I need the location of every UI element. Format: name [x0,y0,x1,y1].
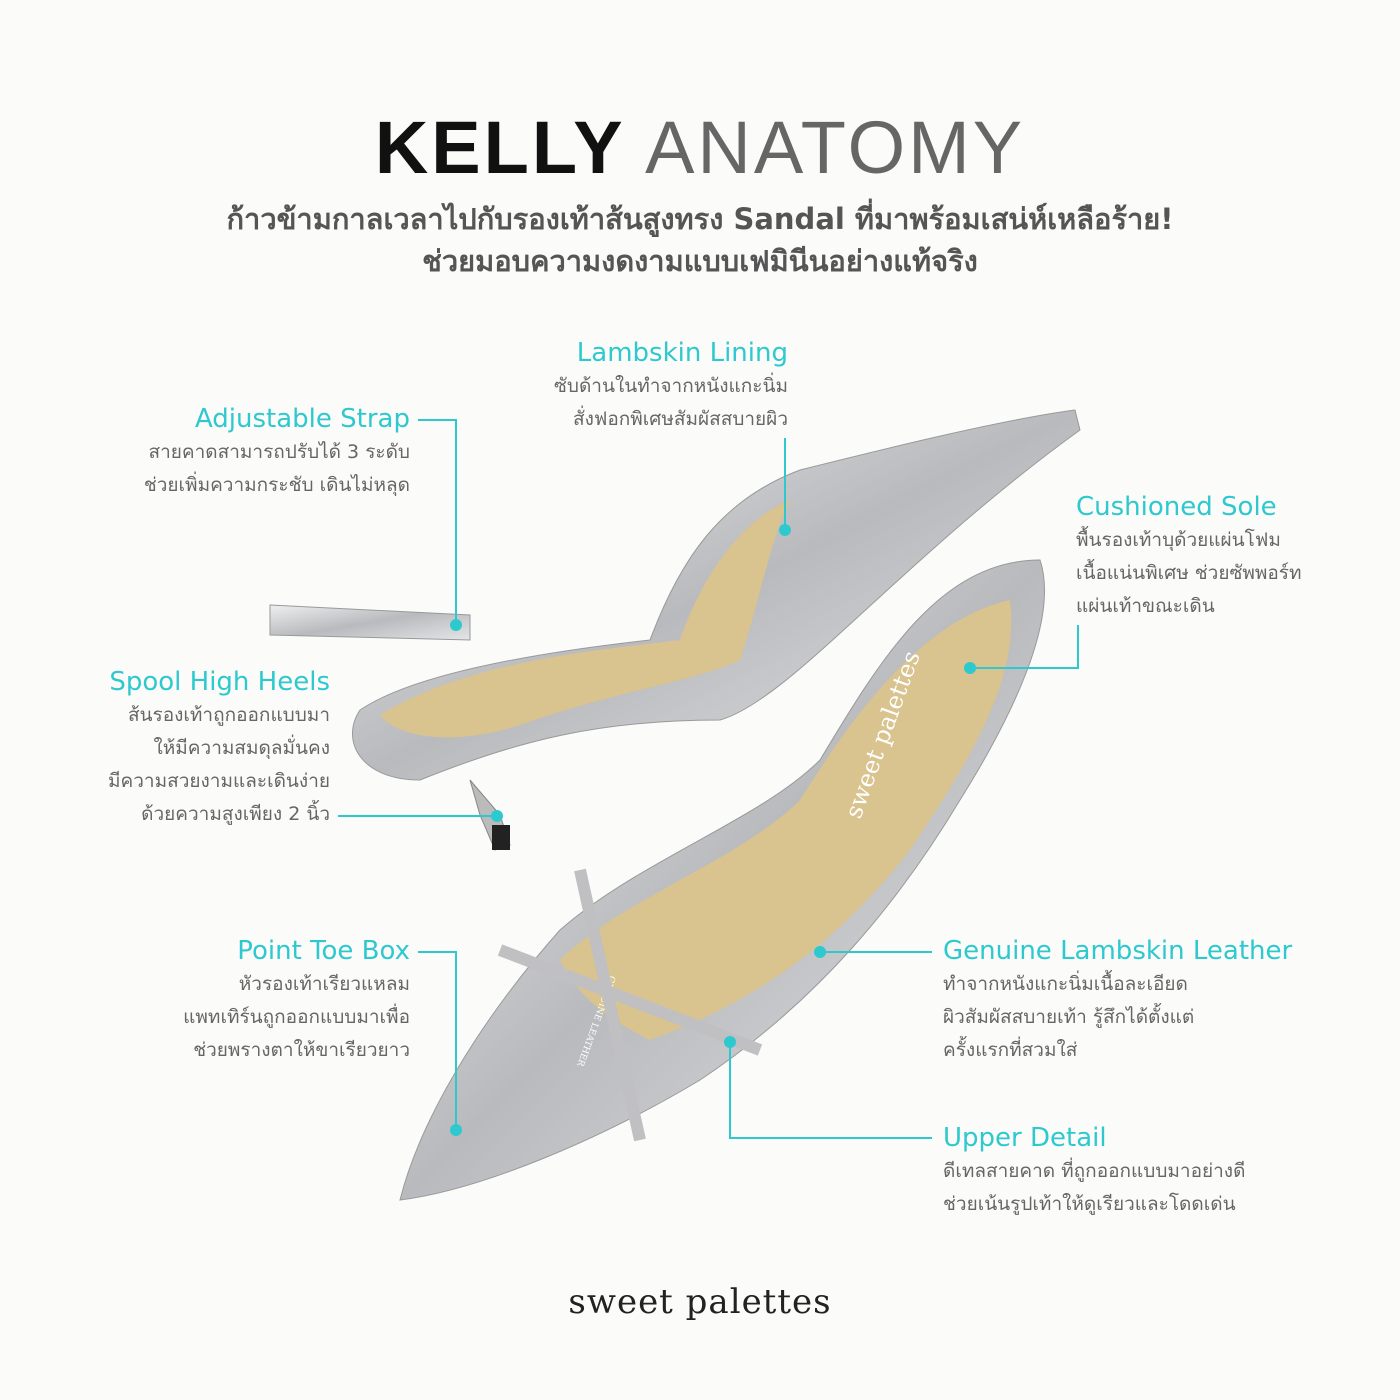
marker-lambskin-lining[interactable] [779,524,791,536]
callout-title: Point Toe Box [237,936,410,966]
subtitle-line-2: ช่วยมอบความงดงามแบบเฟมินีนอย่างแท้จริง [422,244,978,278]
callout-title: Genuine Lambskin Leather [943,936,1293,966]
callout-lambskin-lining: Lambskin Lining ซับด้านในทำจากหนังแกะนิ่… [554,336,788,436]
callout-text: ด้วยความสูงเพียง 2 นิ้ว [141,803,330,825]
callout-text: ซับด้านในทำจากหนังแกะนิ่ม [554,375,788,397]
callout-text: ให้มีความสมดุลมั่นคง [153,737,330,759]
callout-text: ช่วยเพิ่มความกระชับ เดินไม่หลุด [143,474,410,496]
callout-adjustable-strap: Adjustable Strap สายคาดสามารถปรับได้ 3 ร… [144,402,410,502]
marker-genuine-leather[interactable] [814,946,826,958]
callout-text: ทำจากหนังแกะนิ่มเนื้อละเอียด [943,973,1188,995]
callout-title: Cushioned Sole [1076,492,1277,522]
callout-text: ผิวสัมผัสสบายเท้า รู้สึกได้ตั้งแต่ [943,1006,1195,1028]
callout-text: มีความสวยงามและเดินง่าย [108,770,330,792]
front-shoe: sweet palettes GENUINE LEATHER [399,559,1045,1201]
callout-text: ครั้งแรกที่สวมใส่ [943,1039,1078,1061]
back-shoe [269,409,1081,851]
callout-point-toe: Point Toe Box หัวรองเท้าเรียวแหลม แพทเทิ… [183,934,410,1067]
callout-upper-detail: Upper Detail ดีเทลสายคาด ที่ถูกออกแบบมาอ… [943,1121,1245,1221]
callout-text: เนื้อแน่นพิเศษ ช่วยซัพพอร์ท [1076,562,1302,584]
leader-lines [338,419,1079,1139]
callout-title: Spool High Heels [109,667,330,697]
callout-text: ส้นรองเท้าถูกออกแบบมา [127,704,330,726]
callout-text: สายคาดสามารถปรับได้ 3 ระดับ [148,441,410,463]
callout-title: Upper Detail [943,1123,1107,1153]
subtitle-line-1: ก้าวข้ามกาลเวลาไปกับรองเท้าส้นสูงทรง San… [226,202,1174,236]
callout-text: แพทเทิร์นถูกออกแบบมาเพื่อ [183,1006,410,1028]
marker-point-toe[interactable] [450,1124,462,1136]
callout-genuine-leather: Genuine Lambskin Leather ทำจากหนังแกะนิ่… [943,934,1292,1067]
callout-text: พื้นรองเท้าบุด้วยแผ่นโฟม [1076,529,1281,551]
callout-text: แผ่นเท้าขณะเดิน [1076,595,1215,617]
callout-text: ช่วยเน้นรูปเท้าให้ดูเรียวและโดดเด่น [943,1193,1236,1215]
page-title: KELLY ANATOMY [0,105,1400,190]
callout-text: ดีเทลสายคาด ที่ถูกออกแบบมาอย่างดี [943,1160,1246,1182]
callout-text: สั่งฟอกพิเศษสัมผัสสบายผิว [573,408,788,430]
title-light: ANATOMY [645,106,1026,189]
marker-upper-detail[interactable] [724,1036,736,1048]
callout-cushioned-sole: Cushioned Sole พื้นรองเท้าบุด้วยแผ่นโฟม … [1076,490,1302,623]
brand-logo: sweet palettes [568,1282,832,1322]
callout-title: Adjustable Strap [194,404,410,434]
marker-cushioned-sole[interactable] [964,662,976,674]
callout-text: ช่วยพรางตาให้ขาเรียวยาว [193,1039,410,1061]
marker-spool-heels[interactable] [491,810,503,822]
title-bold: KELLY [374,106,626,189]
marker-adjustable-strap[interactable] [450,619,462,631]
callout-text: หัวรองเท้าเรียวแหลม [238,973,410,995]
callout-spool-heels: Spool High Heels ส้นรองเท้าถูกออกแบบมา ใ… [108,665,330,831]
callout-title: Lambskin Lining [576,338,788,368]
